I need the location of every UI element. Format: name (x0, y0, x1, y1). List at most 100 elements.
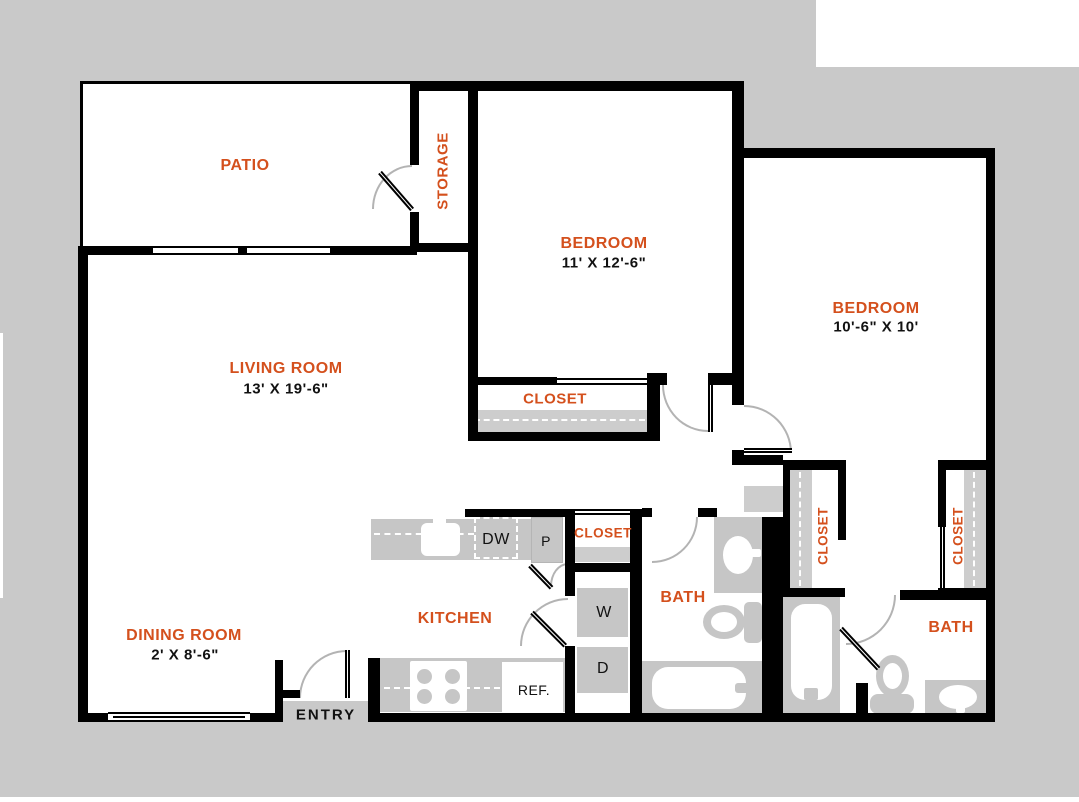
bath2-tub-faucet (804, 688, 818, 700)
closet-right-door-leaf (940, 527, 945, 588)
bedroom1-label: BEDROOM (560, 235, 648, 252)
stove-burner (445, 669, 460, 684)
hall-closet-shelf (575, 545, 630, 562)
dining-window-mullion (113, 716, 245, 718)
entry-stub-left-foot (283, 690, 300, 698)
living-window-1 (153, 246, 238, 255)
entry-stub-left (275, 660, 283, 713)
dining-window (108, 712, 250, 722)
closet-left-top-wall (783, 460, 845, 470)
kitchen-hall-wall-lower (565, 646, 575, 722)
background-sliver-left (0, 333, 3, 598)
bath1-right-wall (762, 517, 783, 722)
closet-left-west-wall (783, 460, 790, 593)
main-living-floor (78, 246, 762, 722)
closet-right-west-wall (938, 460, 946, 527)
pantry-label: P (541, 533, 551, 549)
bath1-tub-faucet (735, 683, 750, 693)
entry-door-leaf (345, 650, 350, 698)
kitchen-label: KITCHEN (417, 610, 493, 627)
laundry-bath-wall (630, 509, 642, 722)
closet-rod-vertical (973, 472, 975, 586)
bedroom-shared-wall-upper (732, 91, 744, 405)
hall-closet-label: CLOSET (574, 525, 632, 541)
dryer-label: D (596, 660, 610, 677)
closet-left-east-wall (838, 460, 846, 540)
patio-wall-top (80, 81, 417, 84)
entry-stub-right (368, 658, 380, 713)
stove (410, 661, 467, 711)
linen-shelf (744, 486, 783, 512)
entry-label: ENTRY (295, 706, 357, 724)
patio-wall-left (80, 81, 83, 252)
washer-box (577, 588, 628, 637)
closet-right-label: CLOSET (950, 507, 966, 565)
background-strip-bottom (0, 797, 1079, 802)
hall-closet-bottom (565, 563, 642, 572)
bath2-faucet (956, 703, 965, 713)
dryer-box (577, 647, 628, 693)
bedroom1-door-leaf (708, 385, 713, 432)
bedroom2-door-leaf (744, 448, 792, 453)
stove-burner (417, 669, 432, 684)
living-window-2 (247, 246, 330, 255)
bedroom2-label: BEDROOM (832, 300, 920, 317)
wall-top-bedroom1 (410, 81, 744, 91)
wall-right (986, 148, 995, 722)
hall-closet-slider (575, 509, 630, 515)
closet-right-top-wall (938, 460, 995, 470)
wall-bottom-east (368, 713, 995, 722)
bath1-sink (723, 536, 753, 574)
dining-room-label: DINING ROOM (126, 627, 242, 644)
bath1-top-wall-a (642, 508, 652, 517)
living-room-label: LIVING ROOM (229, 360, 343, 377)
storage-label: STORAGE (434, 132, 452, 210)
bedroom1-closet-top (468, 377, 557, 385)
bedroom1-closet-bottom (468, 432, 660, 441)
kitchen-hall-wall-upper (565, 509, 575, 596)
patio-label: PATIO (220, 157, 270, 174)
living-room-dimensions: 13' X 19'-6" (243, 380, 329, 398)
entry-walkway (283, 701, 368, 723)
bedroom1-dimensions: 11' X 12'-6" (561, 254, 647, 272)
wall-top-bedroom2 (732, 148, 995, 158)
bath1-tub (652, 667, 746, 709)
closet-right-shelf (964, 470, 986, 588)
bath2-toilet-seat (883, 663, 902, 689)
dishwasher-label: DW (482, 531, 510, 548)
closet-rod (474, 419, 645, 421)
stove-burner (445, 689, 460, 704)
storage-wall-left-upper (410, 81, 419, 165)
refrigerator-label: REF. (517, 682, 551, 698)
closet-left-label: CLOSET (815, 507, 831, 565)
stove-burner (417, 689, 432, 704)
dishwasher-box (474, 517, 518, 559)
bedroom2-bottom-wall (732, 455, 783, 465)
refrigerator-box (502, 662, 563, 712)
bath1-label: BATH (660, 589, 706, 606)
bedroom1-closet-shelf (472, 410, 647, 432)
bath2-tub (791, 604, 832, 700)
counter-centerline-2 (374, 687, 560, 689)
bath2-partition-stub (856, 683, 868, 722)
dining-room-dimensions: 2' X 8'-6" (151, 646, 219, 664)
kitchen-faucet (433, 519, 446, 532)
bath1-top-wall-b (698, 508, 717, 517)
bath1-toilet-seat (711, 612, 737, 632)
background-cutout-top-right (816, 0, 1079, 67)
closet-left-shelf (790, 470, 812, 588)
bath2-label: BATH (928, 619, 974, 636)
bedroom1-bottom-wall-b (708, 373, 744, 385)
bedroom1-closet-slider (557, 378, 647, 385)
wall-left (78, 246, 88, 713)
living-top-wall-a (78, 246, 153, 255)
pantry-box (531, 517, 563, 563)
bedroom1-wall-left (468, 90, 478, 441)
closet-rod-vertical (799, 472, 801, 586)
bath1-toilet-tank (744, 602, 762, 643)
bath2-toilet-tank (870, 694, 914, 714)
closet-left-bottom-wall (783, 588, 845, 597)
storage-wall-bottom (410, 243, 478, 252)
living-top-wall-b (238, 246, 247, 255)
